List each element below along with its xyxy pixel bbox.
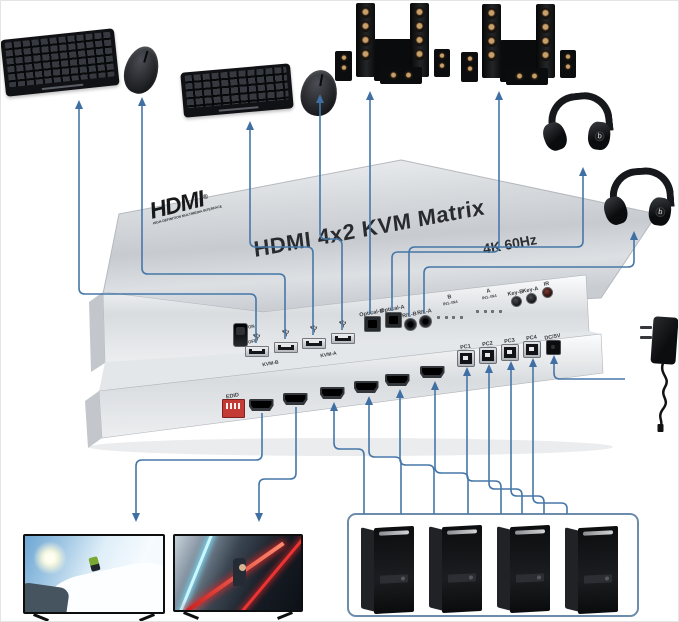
adapter-cord [657, 363, 668, 432]
mouse-scroll-line [319, 73, 324, 86]
headphones-1: b [539, 89, 617, 163]
device-lower-left-side [85, 391, 102, 448]
tower-speaker [410, 3, 429, 77]
speaker-driver [486, 36, 497, 47]
adapter-prong [640, 326, 652, 329]
tv-2 [173, 534, 303, 620]
tower-power-button [537, 575, 541, 580]
blue-lightsaber [175, 536, 215, 610]
tower-speaker [482, 4, 501, 78]
speaker-driver [360, 7, 371, 18]
tv-screen-game-scene [175, 536, 301, 610]
speaker-driver [486, 8, 497, 19]
device-lower-top-sliver [99, 331, 601, 391]
tower-front-panel [578, 525, 618, 615]
tower-front-panel [442, 524, 482, 614]
bookshelf-speaker [434, 49, 450, 77]
tower-front-panel [374, 525, 414, 615]
keyboard-1 [1, 28, 120, 97]
speaker-driver [540, 36, 551, 47]
headphone-ear-cup: b [586, 120, 612, 151]
center-speaker [506, 68, 548, 85]
device-shadow [89, 438, 613, 456]
bookshelf-speaker [560, 50, 576, 78]
speaker-driver [360, 35, 371, 46]
speaker-driver [564, 53, 572, 61]
tower-drive-bay [583, 530, 613, 536]
speaker-driver [438, 62, 446, 70]
adapter-prong [640, 336, 652, 339]
speaker-driver [360, 49, 371, 60]
pc-tower-4 [565, 525, 619, 615]
speaker-driver [515, 72, 524, 81]
speaker-driver [486, 50, 497, 61]
speaker-driver [414, 21, 425, 32]
bookshelf-speaker [461, 52, 478, 82]
pc-group-box [347, 513, 639, 617]
tower-speaker [356, 3, 375, 77]
red-lightsaber [240, 536, 301, 610]
character-head [239, 564, 247, 572]
center-speaker [380, 67, 422, 84]
speaker-driver [414, 7, 425, 18]
tv-1 [23, 534, 165, 621]
speaker-driver [339, 64, 348, 72]
pc-tower-1 [361, 525, 415, 615]
keyboard-spacebar [218, 106, 259, 112]
speaker-driver [360, 21, 371, 32]
tower-power-button [469, 575, 473, 580]
speaker-set-1 [334, 3, 452, 89]
tower-power-button [401, 576, 405, 581]
speaker-driver [540, 8, 551, 19]
power-adapter [639, 313, 678, 432]
headphone-brand-logo: b [593, 130, 605, 142]
speaker-driver [339, 54, 348, 62]
speaker-driver [564, 63, 572, 71]
speaker-driver [465, 55, 474, 63]
speaker-driver [486, 22, 497, 33]
device-left-side [89, 292, 105, 372]
game-character [232, 558, 247, 587]
speaker-set-2 [460, 4, 578, 90]
bookshelf-speaker [335, 51, 352, 81]
speaker-driver [530, 72, 539, 81]
headphone-ear-cup: b [647, 196, 673, 227]
keyboard-spacebar [42, 83, 84, 91]
headphones-2: b [600, 165, 676, 233]
pc-tower-2 [429, 524, 483, 614]
speaker-driver [540, 22, 551, 33]
pc-tower-3 [497, 524, 551, 614]
keyboard-keys [4, 31, 115, 88]
adapter-body [650, 316, 678, 365]
keyboard-keys [184, 66, 289, 109]
snowboarder [88, 556, 101, 573]
tower-power-button [605, 576, 609, 581]
speaker-driver [414, 49, 425, 60]
tower-speaker [536, 4, 555, 78]
speaker-driver [438, 52, 446, 60]
speaker-driver [465, 65, 474, 73]
tower-drive-bay [379, 530, 409, 536]
headphone-brand-logo: b [654, 206, 666, 218]
tower-drive-bay [515, 529, 545, 535]
mouse-scroll-line [142, 50, 149, 63]
speaker-driver [389, 71, 398, 80]
speaker-driver [540, 50, 551, 61]
tower-drive-bay [447, 529, 477, 535]
sun-flare [33, 540, 68, 575]
speaker-driver [414, 35, 425, 46]
tv-screen-snowboarder [25, 536, 163, 612]
speaker-driver [404, 71, 413, 80]
tower-front-panel [510, 524, 550, 614]
keyboard-2 [180, 63, 294, 118]
